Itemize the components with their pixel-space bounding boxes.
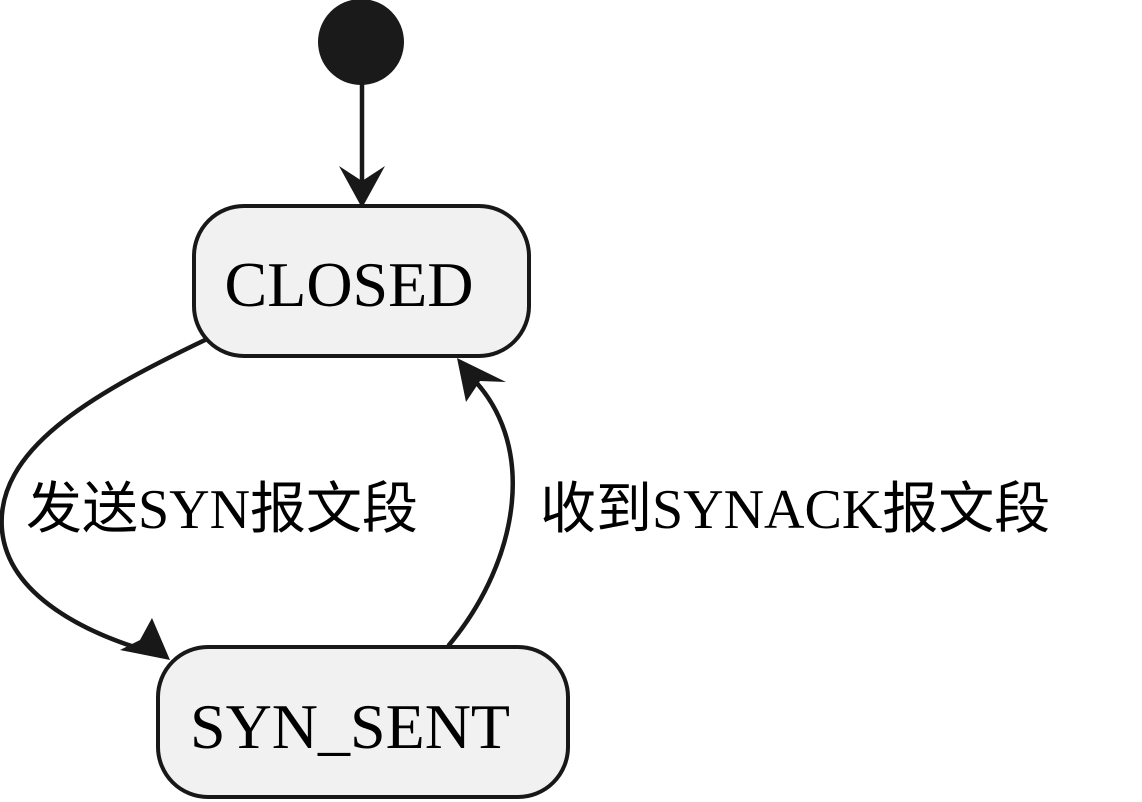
state-syn-sent: SYN_SENT [156,645,570,799]
transition-recv-synack-label: 收到SYNACK报文段 [540,479,1050,541]
transition-recv-synack-line [446,369,515,648]
start-transition-arrowhead [339,166,385,208]
state-closed: CLOSED [192,204,531,358]
transition-recv-synack: 收到SYNACK报文段 [446,358,1050,648]
initial-state-node [318,0,404,85]
start-transition [339,82,385,208]
state-closed-box [192,204,531,358]
state-syn-sent-label: SYN_SENT [190,691,510,762]
transition-recv-synack-arrowhead [457,358,506,402]
transition-send-syn-arrowhead [120,618,170,660]
transition-send-syn: 发送SYN报文段 [0,337,418,660]
transition-send-syn-line [0,337,208,658]
state-syn-sent-box [156,645,570,799]
state-closed-label: CLOSED [225,249,474,320]
transition-send-syn-label: 发送SYN报文段 [26,479,418,541]
